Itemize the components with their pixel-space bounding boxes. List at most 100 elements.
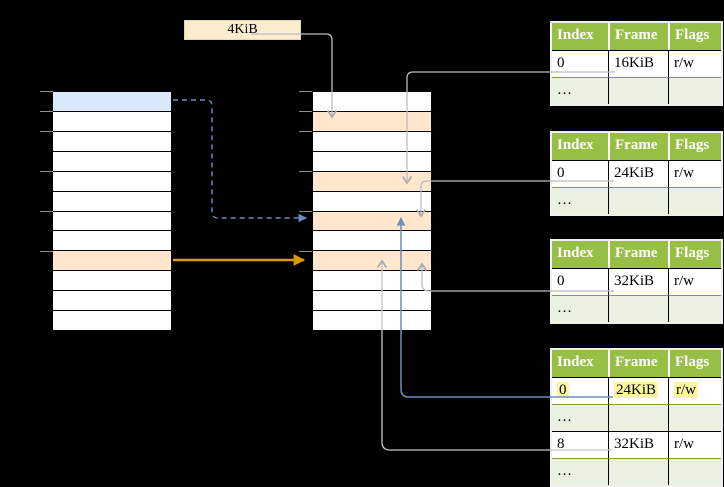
address-tick [40,171,53,172]
virtual-memory-cell [53,171,171,192]
virtual-memory-cell [53,271,171,292]
table-entry-cell: 24KiB [608,377,668,404]
physical-memory-column [312,91,432,331]
physical-frame-cell [313,231,431,252]
table-entry-cell: 24KiB [608,160,668,187]
physical-frame-cell [313,311,431,331]
table-cell-text: r/w [674,382,698,398]
physical-frame-cell [313,251,431,272]
address-tick [299,211,312,212]
table-ellipsis-cell [668,77,721,104]
physical-frame-cell [313,151,431,172]
table-entry-cell: 32KiB [608,431,668,458]
virtual-memory-cell [53,251,171,272]
table-entry-cell: r/w [668,160,721,187]
table-entry-cell: 0 [552,160,608,187]
table-entry-cell: r/w [668,377,721,404]
table-entry-cell: 0 [552,268,608,295]
table-entry-cell: r/w [668,50,721,77]
table-cell-text: 0 [557,165,565,181]
table-entry-cell: 8 [552,431,608,458]
table-header-cell: Index [552,133,608,160]
table-cell-text: 32KiB [614,273,655,289]
table-ellipsis-cell [608,295,668,322]
virtual-memory-cell [53,231,171,252]
virtual-memory-cell [53,211,171,232]
virtual-memory-column [52,91,172,331]
table-ellipsis-cell [668,295,721,322]
address-tick [40,111,53,112]
physical-frame-cell [313,271,431,292]
table-header-cell: Flags [668,23,721,50]
table-ellipsis-cell [668,458,721,485]
table-cell-text: r/w [674,436,694,452]
table-entry-cell: r/w [668,431,721,458]
table-entry-cell: r/w [668,268,721,295]
table-ellipsis-cell [608,458,668,485]
address-tick [40,131,53,132]
table-cell-text: … [557,192,572,208]
table-cell-text: … [557,300,572,316]
table-ellipsis-cell: … [552,187,608,214]
physical-frame-cell [313,211,431,232]
table-cell-text: 0 [557,273,565,289]
table-cell-text: 24KiB [614,165,655,181]
table-entry-cell: 32KiB [608,268,668,295]
physical-frame-cell [313,131,431,152]
address-tick [40,91,53,92]
table-ellipsis-cell [608,77,668,104]
virtual-memory-cell [53,131,171,152]
table-header-cell: Frame [608,23,668,50]
table-entry-cell: 16KiB [608,50,668,77]
table-cell-text: … [557,82,572,98]
table-ellipsis-cell: … [552,77,608,104]
table-entry-cell: 0 [552,377,608,404]
table-ellipsis-cell: … [552,404,608,431]
table-header-cell: Frame [608,133,668,160]
physical-frame-cell [313,92,431,112]
table-header-cell: Frame [608,241,668,268]
table-cell-text: 16KiB [614,55,655,71]
table-cell-text: … [557,463,572,479]
table-cell-text: r/w [674,165,694,181]
table-cell-text: 24KiB [614,382,659,398]
table-header-cell: Flags [668,133,721,160]
physical-frame-cell [313,171,431,192]
table-header-cell: Frame [608,350,668,377]
table-cell-text: r/w [674,273,694,289]
table-cell-text: 32KiB [614,436,655,452]
table-ellipsis-cell [608,404,668,431]
table-cell-text: r/w [674,55,694,71]
table-header-cell: Index [552,350,608,377]
address-tick [40,251,53,252]
virtual-memory-cell [53,311,171,331]
table-header-cell: Index [552,23,608,50]
table-header-cell: Index [552,241,608,268]
table-cell-text: … [557,409,572,425]
virtual-memory-cell [53,111,171,132]
address-tick [299,171,312,172]
physical-frame-cell [313,191,431,212]
physical-frame-cell [313,291,431,312]
address-tick [299,131,312,132]
table-cell-text: 8 [557,436,565,452]
table-header-cell: Flags [668,241,721,268]
table-ellipsis-cell: … [552,295,608,322]
table-cell-text: 0 [557,55,565,71]
virtual-memory-cell [53,151,171,172]
address-tick [299,91,312,92]
address-tick [299,251,312,252]
table-ellipsis-cell [668,404,721,431]
frame-size-label: 4KiB [184,20,301,40]
address-tick [299,111,312,112]
virtual-memory-cell [53,191,171,212]
table-ellipsis-cell: … [552,458,608,485]
table-ellipsis-cell [608,187,668,214]
virtual-memory-cell [53,291,171,312]
table-ellipsis-cell [668,187,721,214]
address-tick [40,211,53,212]
